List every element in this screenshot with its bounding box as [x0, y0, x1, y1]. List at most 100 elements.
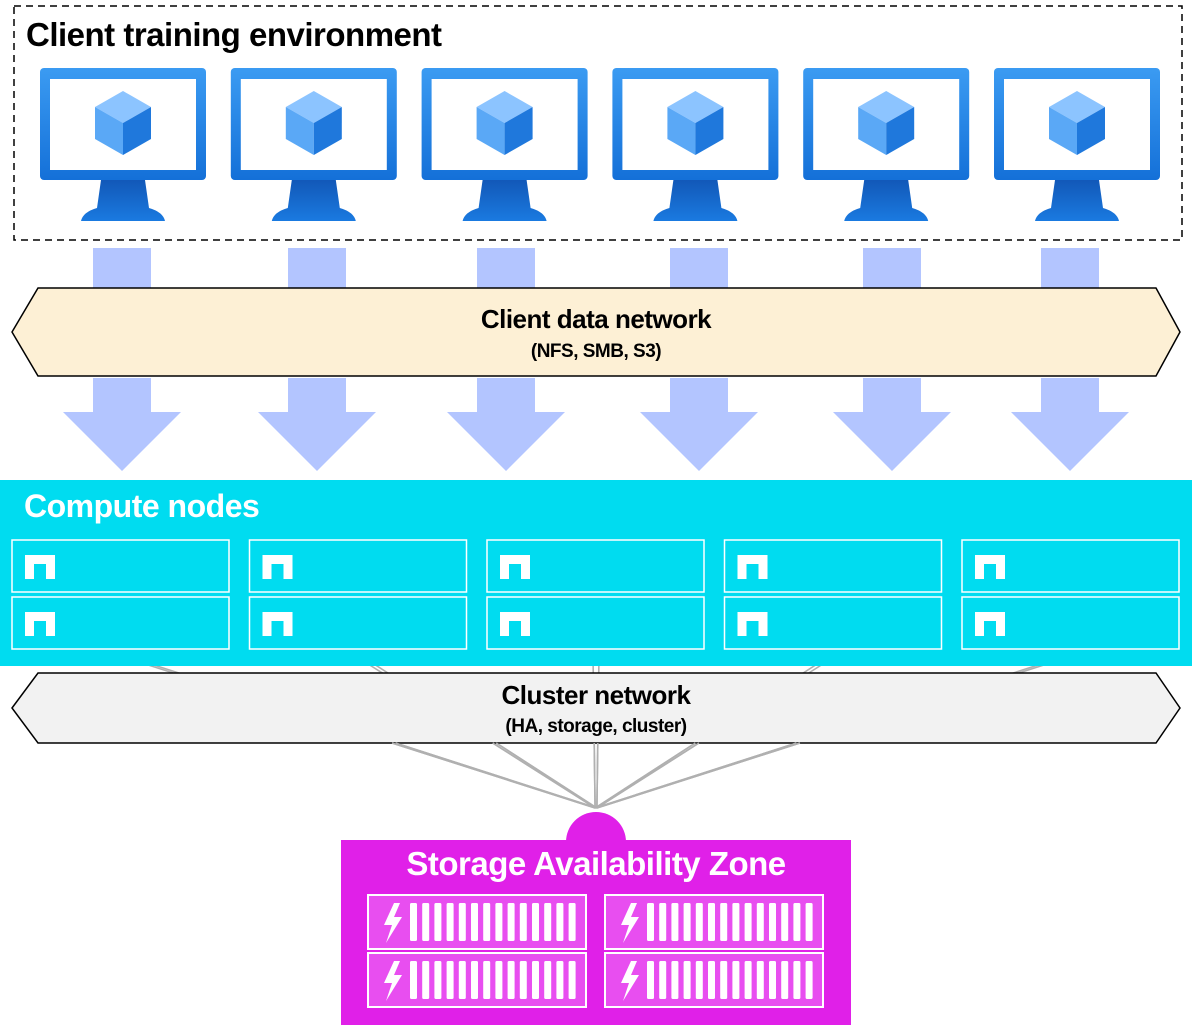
netapp-logo-icon [500, 612, 530, 636]
client-network-subtitle: (NFS, SMB, S3) [530, 341, 662, 362]
client-environment-title: Client training environment [26, 16, 442, 53]
uplink-arrow [863, 248, 921, 290]
cube-right [695, 107, 724, 155]
storage-unit [367, 952, 587, 1008]
drive-slot [471, 903, 478, 941]
compute-node [11, 596, 230, 650]
downlink-arrow [1011, 378, 1129, 471]
downlink-arrow [258, 378, 376, 471]
drive-slot [671, 903, 679, 941]
compute-node-box [961, 539, 1180, 593]
drive-slot [744, 903, 752, 941]
cube-left [285, 107, 314, 155]
drive-slot [410, 903, 417, 941]
cluster-link-line [596, 742, 599, 809]
compute-node-box [723, 539, 943, 593]
cube-right [886, 107, 915, 155]
drive-slot [793, 961, 801, 999]
cube-icon [667, 91, 724, 155]
compute-node-box [11, 539, 230, 593]
uplink-arrow [288, 248, 346, 290]
cube-icon [1049, 91, 1105, 155]
drive-slot [647, 903, 654, 941]
lightning-bolt-icon [384, 961, 402, 1001]
netapp-logo-icon [262, 555, 293, 579]
drive-slot [519, 903, 527, 941]
drive-slot [532, 903, 539, 941]
drive-slot [568, 961, 576, 999]
lightning-bolt-icon [384, 903, 402, 943]
compute-node [486, 596, 705, 650]
drive-slot [519, 961, 527, 999]
cube-left [1049, 107, 1077, 155]
storage-zone-title: Storage Availability Zone [406, 845, 786, 882]
compute-node [248, 539, 468, 593]
compute-node-box [11, 596, 230, 650]
client-monitor-icon [803, 68, 970, 221]
drive-slot [507, 903, 515, 941]
drive-slot [483, 961, 491, 999]
drive-slot [422, 903, 430, 941]
monitor-stand [271, 180, 356, 221]
cube-left [667, 107, 696, 155]
drive-slot [769, 903, 776, 941]
drive-slot [446, 961, 454, 999]
client-monitor-icon [230, 68, 397, 221]
cube-right [504, 107, 533, 155]
client-uplink-arrows [93, 248, 1099, 290]
client-monitor-icon [421, 68, 588, 221]
compute-node [723, 596, 943, 650]
drive-slot [793, 903, 801, 941]
drive-slot [422, 961, 430, 999]
lightning-bolt-icon [621, 903, 639, 943]
cluster-link-line [596, 742, 700, 809]
compute-node [248, 596, 468, 650]
compute-nodes-panel [0, 480, 1192, 666]
downlink-arrow [640, 378, 758, 471]
drive-slot [544, 961, 552, 999]
drive-slot [756, 903, 764, 941]
uplink-arrow [477, 248, 535, 290]
cube-right [313, 107, 342, 155]
netapp-logo-icon [25, 555, 55, 579]
downlink-arrow [63, 378, 181, 471]
client-monitor-icon [612, 68, 779, 221]
drive-slot [659, 903, 667, 941]
cube-left [95, 107, 123, 155]
client-network-band [11, 287, 1181, 377]
compute-node-box [486, 539, 705, 593]
client-monitor-icon [994, 68, 1160, 221]
drive-slot [756, 961, 764, 999]
netapp-logo-icon [262, 612, 293, 636]
drive-slot [410, 961, 417, 999]
compute-nodes-title: Compute nodes [24, 488, 260, 524]
cube-left [476, 107, 505, 155]
drive-slot [671, 961, 679, 999]
cluster-link-line [594, 742, 696, 809]
compute-node-box [248, 539, 468, 593]
uplink-arrow [1041, 248, 1099, 290]
netapp-logo-icon [500, 555, 530, 579]
compute-node-box [961, 596, 1180, 650]
compute-node-box [486, 596, 705, 650]
cube-right [1077, 107, 1105, 155]
client-training-environment [13, 5, 1183, 241]
drive-slot [434, 903, 442, 941]
drive-slot [769, 961, 776, 999]
monitor-stand [81, 180, 165, 221]
storage-availability-zone [341, 812, 851, 1025]
drive-slot [446, 903, 454, 941]
drive-slot [495, 961, 503, 999]
drive-slot [568, 903, 576, 941]
cluster-network-subtitle: (HA, storage, cluster) [505, 716, 687, 737]
drive-slot [720, 903, 728, 941]
drive-slot [695, 961, 703, 999]
drive-slot [483, 903, 491, 941]
cluster-link-line [596, 742, 801, 809]
drive-slot [544, 903, 552, 941]
monitor-stand [1035, 180, 1119, 221]
cluster-network-title: Cluster network [501, 680, 692, 710]
drive-slot [556, 903, 564, 941]
drive-slot [805, 903, 813, 941]
uplink-arrow [670, 248, 728, 290]
